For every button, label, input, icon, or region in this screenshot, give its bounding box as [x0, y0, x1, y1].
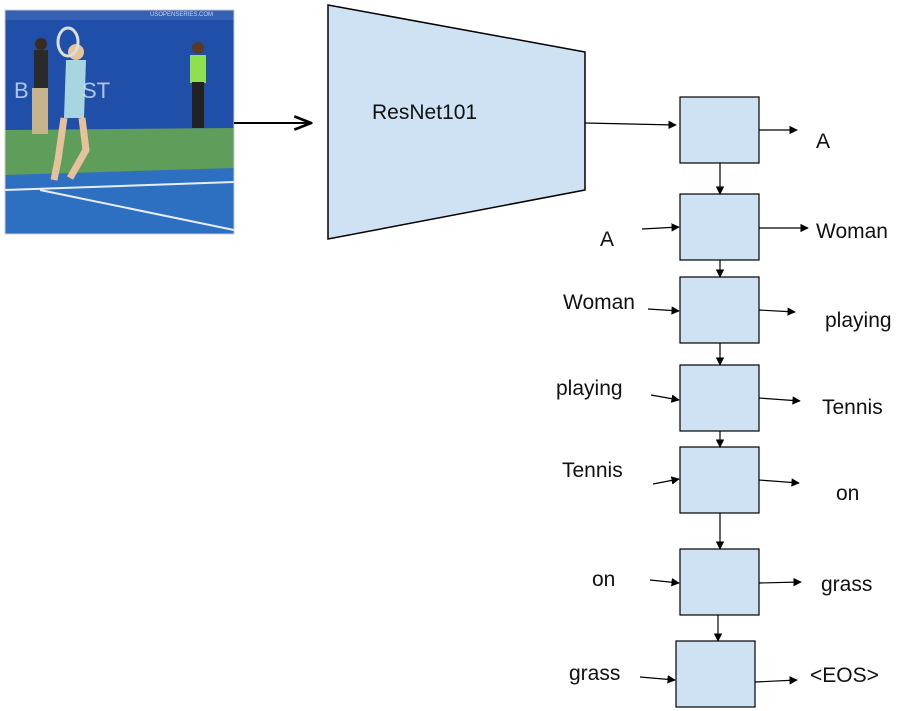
input-image: USOPENSERIES.COM B ST: [5, 10, 234, 234]
output-word: grass: [821, 573, 872, 596]
encoder-to-decoder-arrow: [584, 120, 677, 130]
lstm-cell-3: [679, 276, 760, 344]
lstm-cell-1: [679, 96, 760, 164]
input-word: Woman: [563, 291, 635, 314]
input-arrow: [649, 578, 680, 587]
input-word: A: [600, 228, 614, 251]
input-arrow: [641, 223, 680, 232]
output-word: Woman: [816, 220, 888, 243]
decoder-cells: [675, 96, 760, 708]
input-arrow: [647, 306, 680, 315]
output-word: playing: [825, 309, 892, 332]
output-word: A: [816, 130, 830, 153]
resnet-encoder-block: [327, 4, 586, 240]
output-arrow: [754, 676, 798, 685]
svg-text:USOPENSERIES.COM: USOPENSERIES.COM: [150, 12, 213, 18]
decoder-recurrent-arrows: [713, 163, 725, 642]
lstm-cell-4: [679, 364, 760, 432]
input-word: Tennis: [562, 459, 623, 482]
output-arrow: [758, 396, 801, 405]
svg-text:ST: ST: [82, 78, 110, 103]
output-arrow: [758, 577, 802, 587]
input-word: on: [592, 568, 615, 591]
encoder-label: ResNet101: [372, 101, 477, 124]
svg-text:B: B: [14, 78, 29, 103]
lstm-cell-5: [679, 446, 760, 514]
output-arrow: [758, 307, 796, 316]
lstm-cell-7: [675, 640, 756, 708]
lstm-cell-6: [679, 548, 760, 616]
output-word: Tennis: [822, 396, 883, 419]
lstm-cell-2: [679, 193, 760, 261]
output-word: <EOS>: [810, 664, 879, 687]
input-arrow: [652, 476, 680, 485]
input-word: playing: [556, 377, 623, 400]
input-arrow: [639, 675, 676, 684]
input-word: grass: [569, 662, 620, 685]
input-arrow: [650, 394, 680, 403]
output-word: on: [836, 482, 859, 505]
output-arrow: [758, 478, 800, 487]
